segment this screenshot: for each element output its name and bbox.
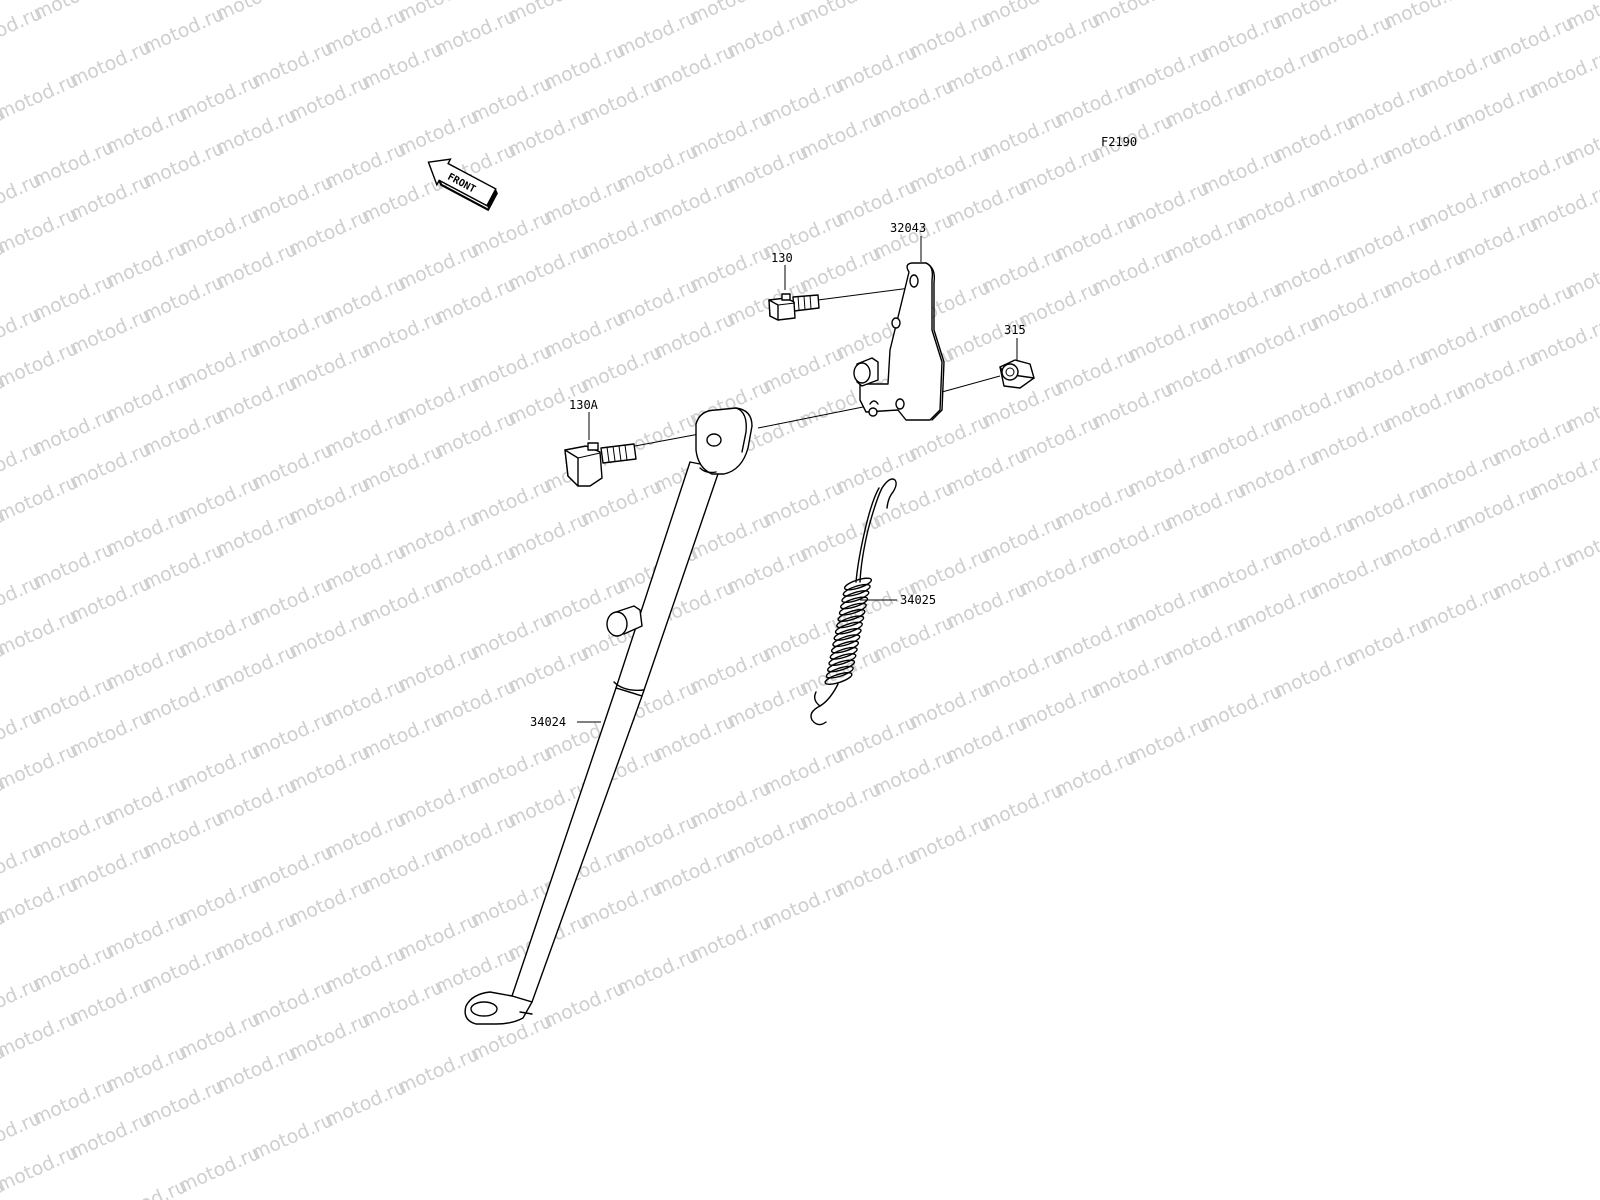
callout-34024: 34024 xyxy=(530,715,566,729)
callout-34025: 34025 xyxy=(900,593,936,607)
spring-coil xyxy=(838,602,867,616)
callout-labels: 32043 130 315 130A 34025 34024 xyxy=(530,221,1026,729)
spring-coil xyxy=(840,596,869,610)
bracket-32043 xyxy=(853,262,945,421)
callout-32043: 32043 xyxy=(890,221,926,235)
bolt-130 xyxy=(768,293,820,321)
spring-coil xyxy=(841,590,870,604)
figure-code: F2190 xyxy=(1101,135,1137,149)
spring-coil xyxy=(829,646,858,660)
callout-130: 130 xyxy=(771,251,793,265)
spring-coil xyxy=(836,615,865,629)
spring-coil xyxy=(843,577,873,591)
spring-coil xyxy=(828,653,857,667)
callout-130a: 130A xyxy=(569,398,599,412)
side-stand-34024 xyxy=(464,407,753,1025)
spring-coil xyxy=(832,634,861,648)
nut-315 xyxy=(999,359,1035,389)
watermark-text: motod.ru xyxy=(0,1174,9,1200)
spring-coil xyxy=(834,621,863,635)
spring-coil xyxy=(830,640,860,654)
spring-coils xyxy=(824,577,873,685)
spring-coil xyxy=(827,659,856,673)
callout-315: 315 xyxy=(1004,323,1026,337)
spring-coil xyxy=(837,609,866,622)
spring-coil xyxy=(825,665,854,679)
spring-coil xyxy=(833,627,862,641)
front-arrow-icon: FRONT xyxy=(427,158,498,212)
bolt-130a xyxy=(564,442,637,487)
spring-coil xyxy=(842,583,871,597)
spring-34025 xyxy=(810,478,897,726)
spring-coil xyxy=(824,672,853,685)
